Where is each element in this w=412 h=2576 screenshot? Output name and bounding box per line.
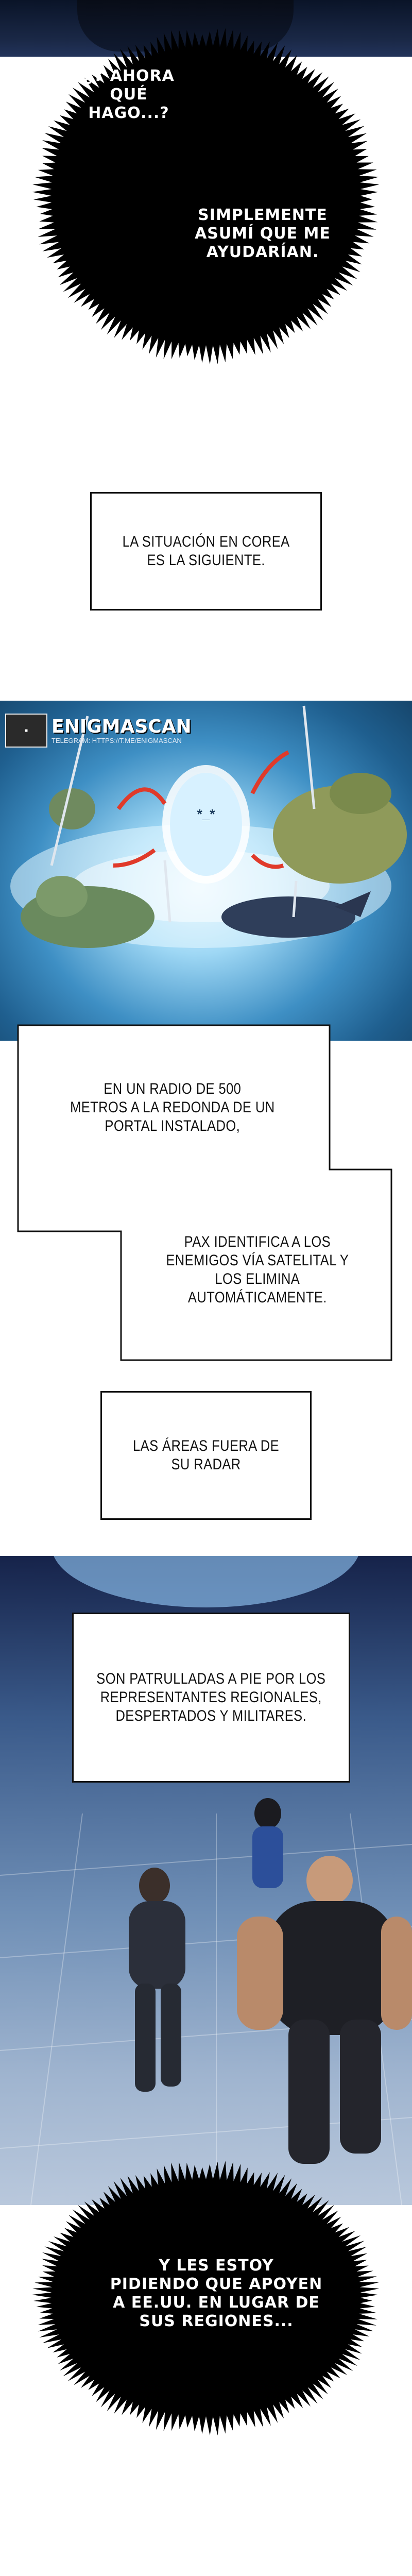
caption-box-3: PAX IDENTIFICA A LOS ENEMIGOS VÍA SATELI… [166,1233,349,1306]
portal-scene-art [10,705,407,948]
hallway-scene-art [0,1556,412,2205]
woman-character-back [252,1798,283,1888]
bubble-1-question: ¿Y AHORA QUÉ HAGO...? [83,67,175,122]
thought-bubble-2: Y LES ESTOY PIDIENDO QUE APOYEN A EE.UU.… [26,2154,386,2442]
caption-box-4: LAS ÁREAS FUERA DE SU RADAR [100,1391,312,1520]
hallway-scene-panel: SON PATRULLADAS A PIE POR LOS REPRESENTA… [0,1556,412,2205]
spiky-bubble-shape-2 [32,2161,380,2436]
muscular-character-right [237,1856,412,2164]
watermark: ■ ENIGMASCAN TELEGRAM: HTTPS://T.ME/ENIG… [5,714,192,748]
portal-scene-panel: *_* ■ ENIGMASCAN TELEGRAM: HTTPS://T.ME/… [0,701,412,1041]
thought-bubble-1: ¿Y AHORA QUÉ HAGO...? SIMPLEMENTE ASUMÍ … [21,21,391,371]
soldier-character-left [129,1868,185,2092]
bubble-1-statement: SIMPLEMENTE ASUMÍ QUE ME AYUDARÍAN. [195,206,331,261]
caption-box-1: LA SITUACIÓN EN COREA ES LA SIGUIENTE. [90,492,322,611]
wolf-monster [221,896,355,938]
caption-box-2: EN UN RADIO DE 500 METROS A LA REDONDA D… [70,1080,275,1134]
dark-figure-silhouette [77,0,294,52]
watermark-title: ENIGMASCAN [52,716,192,737]
goblin-monster [49,788,95,829]
watermark-subtitle: TELEGRAM: HTTPS://T.ME/ENIGMASCAN [52,736,182,744]
caption-box-5: SON PATRULLADAS A PIE POR LOS REPRESENTA… [72,1613,350,1783]
bubble-2-text: Y LES ESTOY PIDIENDO QUE APOYEN A EE.UU.… [110,2257,323,2330]
portal-face: *_* [197,806,215,822]
watermark-logo-icon: ■ [5,714,47,748]
spiky-bubble-shape-1 [32,28,380,365]
